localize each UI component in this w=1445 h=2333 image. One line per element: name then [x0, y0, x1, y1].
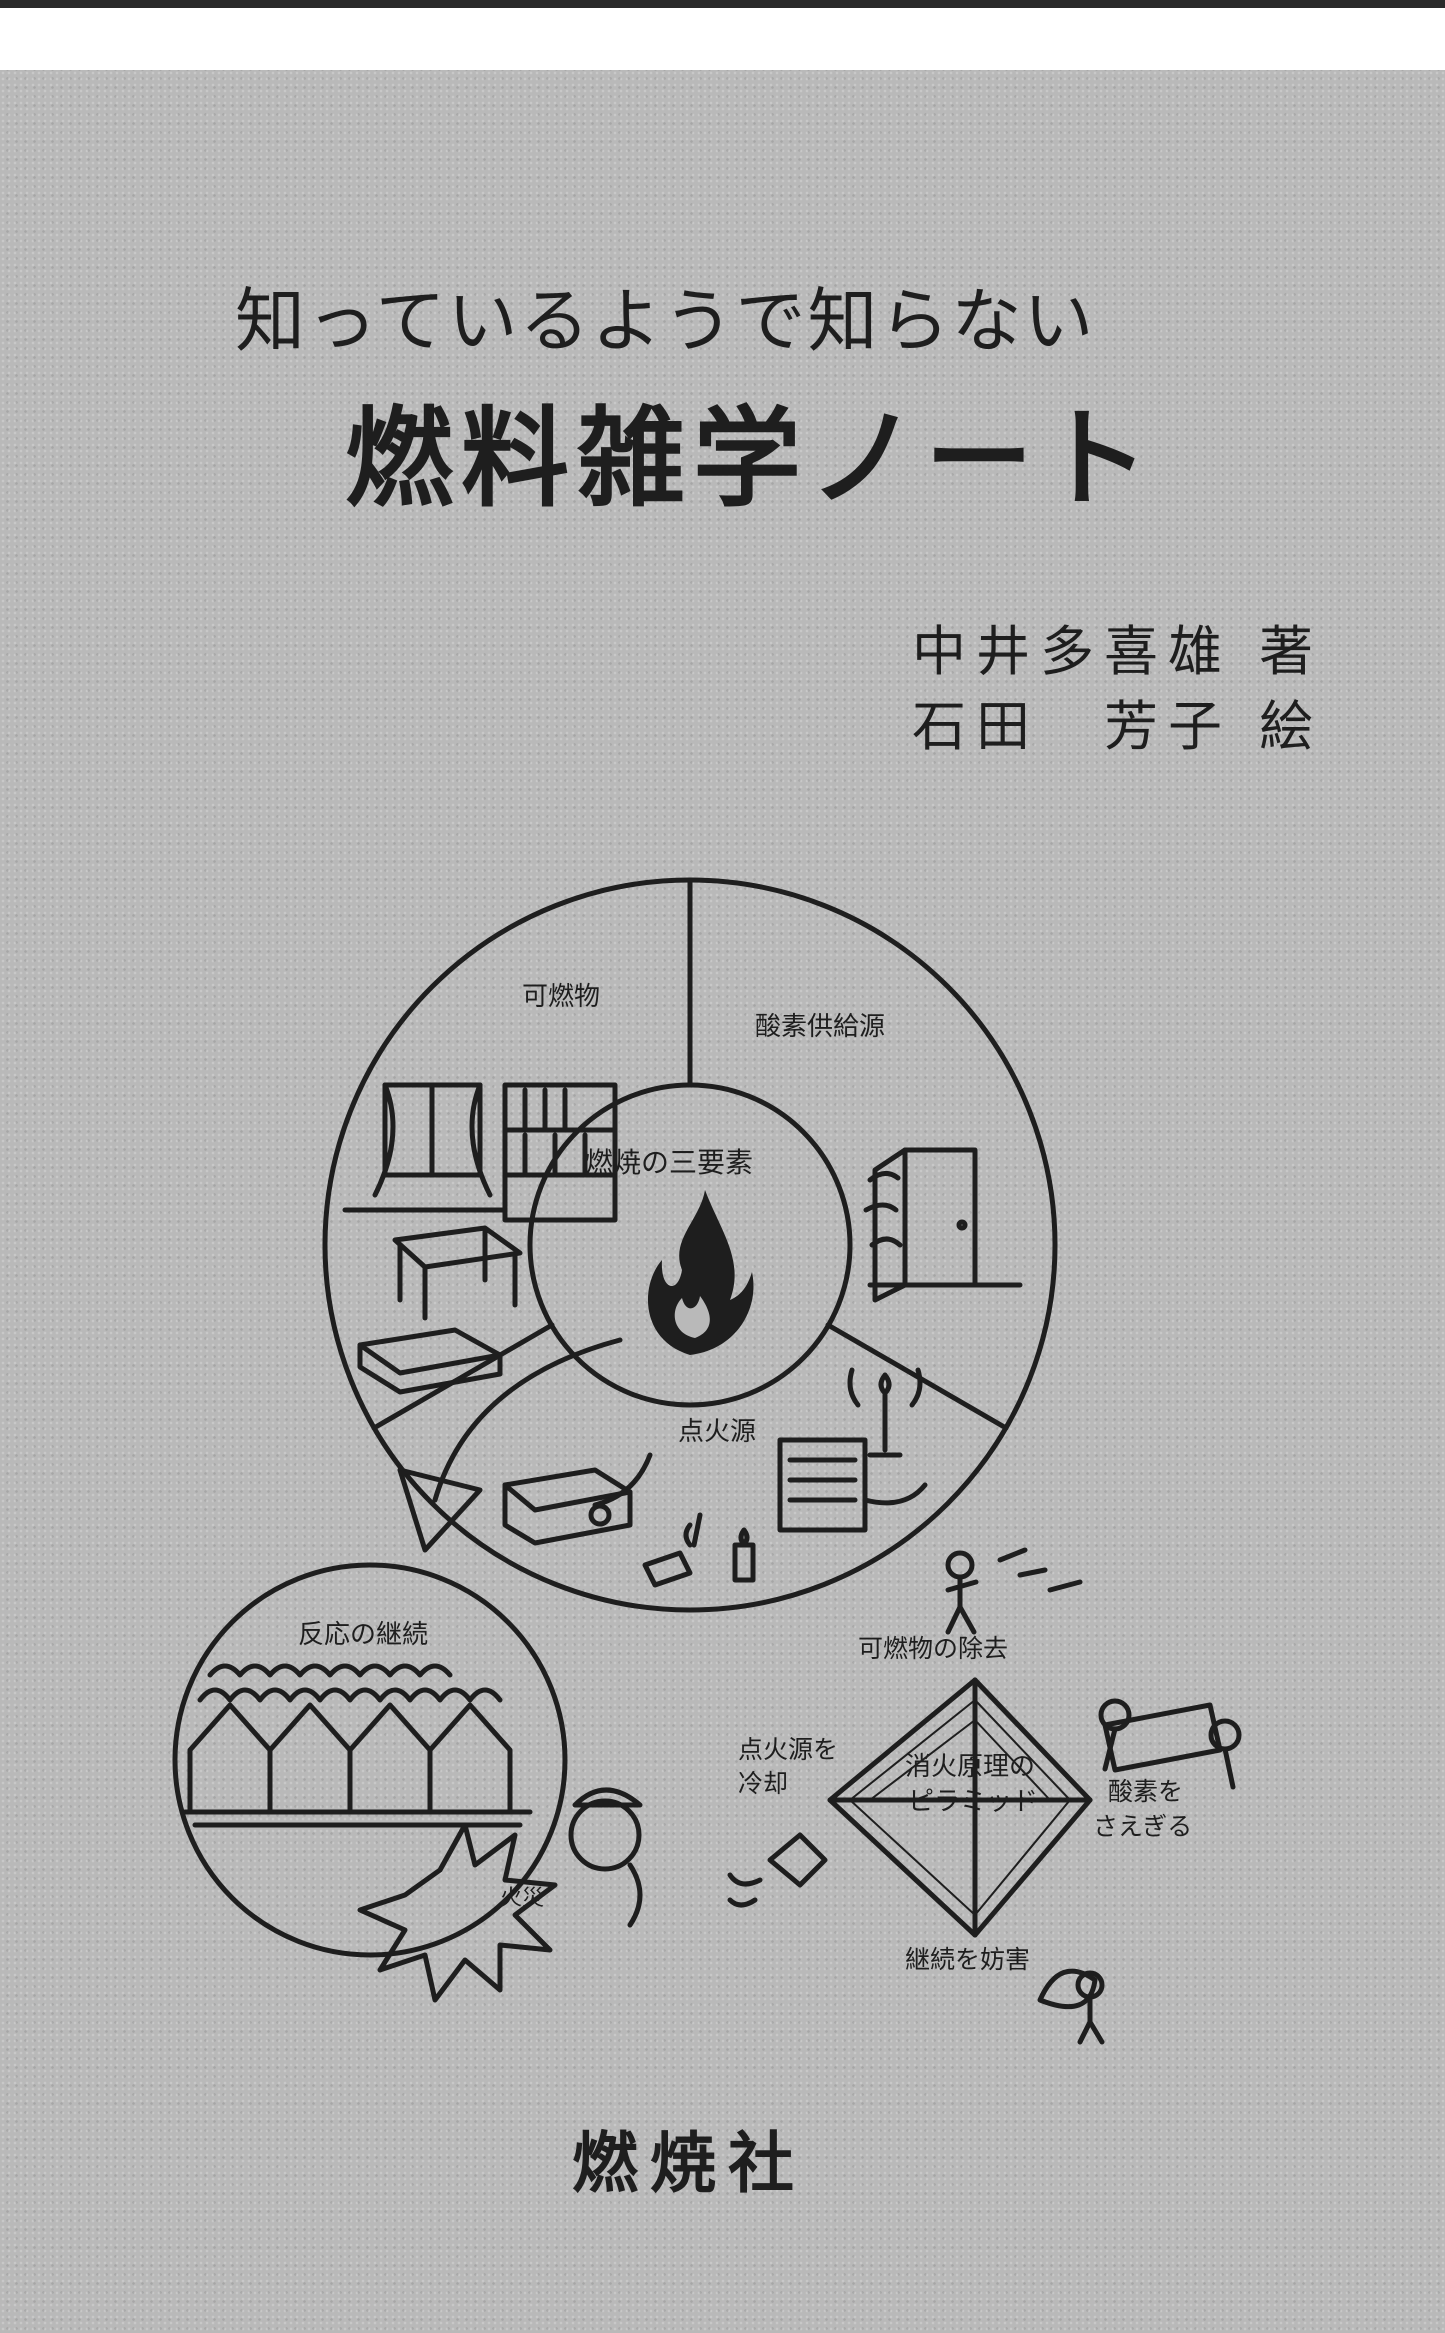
figures-with-blanket-icon: [1098, 1698, 1242, 1790]
gas-stove-sketch-icon: [502, 1452, 653, 1546]
divider-left: [371, 1322, 555, 1431]
reaction-label: 反応の継続: [298, 1620, 428, 1650]
pyramid-title-line1: 消火原理の: [905, 1752, 1035, 1782]
matches-sketch-icon: [642, 1512, 703, 1588]
pyramid-title-line2: ピラミッド: [908, 1787, 1038, 1817]
flame-core: [674, 1296, 710, 1338]
illustrator-credit: 石田 芳子 絵: [912, 695, 1324, 758]
publisher-name: 燃焼社: [572, 2124, 806, 2202]
pyramid-left-label-line2: 冷却: [738, 1769, 788, 1798]
pyramid-hatching: [849, 1699, 1071, 1916]
reaction-arrow-head: [397, 1467, 483, 1553]
fire-smothering-sketch-icon: [1037, 1968, 1105, 2045]
cover-subtitle: 知っているようで知らない: [235, 280, 1096, 362]
center-label: 燃焼の三要素: [585, 1146, 753, 1179]
pyramid-bottom-label: 継続を妨害: [905, 1945, 1030, 1974]
lighter-sketch-icon: [732, 1527, 756, 1583]
pyramid-left-label-line1: 点火源を: [738, 1735, 838, 1764]
table-sketch-icon: [392, 1225, 523, 1321]
segment-label-oxygen: 酸素供給源: [755, 1012, 885, 1042]
author-credit: 中井多喜雄 著: [912, 620, 1324, 683]
candle-sketch-icon: [847, 1367, 923, 1458]
reaction-arrow: [432, 1337, 623, 1503]
burning-houses-sketch-icon: [182, 1663, 533, 1828]
stick-figures-removing-fuel-icon: [945, 1547, 1083, 1635]
door-sketch-icon: [867, 1147, 1023, 1303]
bookshelf-sketch-icon: [502, 1082, 618, 1223]
flame-icon: [647, 1190, 754, 1355]
window-sketch-icon: [372, 1082, 493, 1198]
pyramid-right-label-line2: さえぎる: [1093, 1812, 1192, 1841]
wind-sketch-icon: [863, 1171, 903, 1248]
explosion-burst-icon: [357, 1822, 558, 2003]
bedding-sketch-icon: [357, 1327, 503, 1395]
book-cover: [0, 70, 1445, 2333]
page-top-edge: [0, 0, 1445, 8]
water-bucket-sketch-icon: [727, 1832, 828, 1908]
reaction-circle: [172, 1562, 568, 1958]
segment-label-ignition: 点火源: [678, 1417, 756, 1447]
pyramid-top-label: 可燃物の除去: [858, 1634, 1008, 1663]
pyramid-right-label-line1: 酸素を: [1108, 1777, 1183, 1806]
segment-label-fuel: 可燃物: [522, 982, 600, 1012]
heater-sketch-icon: [777, 1437, 928, 1533]
cover-title: 燃料雑学ノート: [345, 396, 1158, 522]
fire-label: 火災: [500, 1886, 544, 1911]
firefighter-sketch-icon: [568, 1787, 643, 1928]
